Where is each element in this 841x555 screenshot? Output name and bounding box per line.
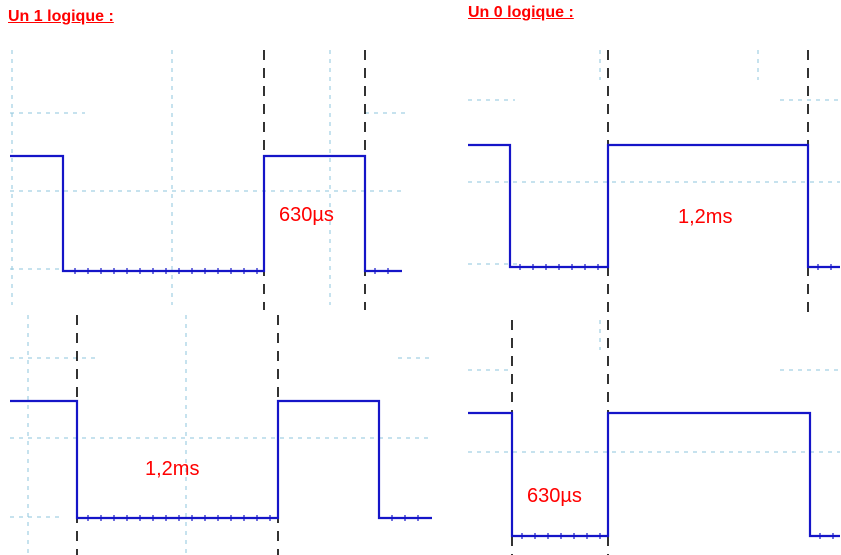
panel-bottom-left: 1,2ms — [10, 315, 432, 555]
signal-trace-bottom-right — [468, 411, 840, 538]
cursors-top-right — [607, 50, 809, 320]
signal-trace-bottom-left — [10, 399, 432, 520]
noise-top-left — [74, 268, 389, 274]
grid-top-left — [10, 50, 405, 305]
label-bottom-left: 1,2ms — [145, 458, 199, 480]
panel-top-left: 630µs — [10, 50, 405, 310]
label-top-right: 1,2ms — [678, 206, 732, 228]
noise-bottom-left — [87, 515, 419, 521]
label-top-left: 630µs — [279, 204, 334, 226]
title-logic-zero: Un 0 logique : — [468, 4, 574, 21]
cursors-top-left — [263, 50, 366, 310]
signal-trace-top-left — [10, 154, 402, 273]
grid-bottom-right — [468, 320, 840, 453]
title-logic-one: Un 1 logique : — [8, 8, 114, 25]
cursors-bottom-right — [511, 320, 609, 555]
grid-bottom-left — [10, 315, 432, 555]
noise-top-right — [519, 264, 832, 270]
noise-bottom-right — [521, 533, 834, 539]
panel-top-right: 1,2ms — [468, 50, 840, 320]
signal-trace-top-right — [468, 143, 840, 269]
grid-top-right — [468, 50, 840, 265]
label-bottom-right: 630µs — [527, 485, 582, 507]
panel-bottom-right: 630µs — [468, 320, 840, 555]
